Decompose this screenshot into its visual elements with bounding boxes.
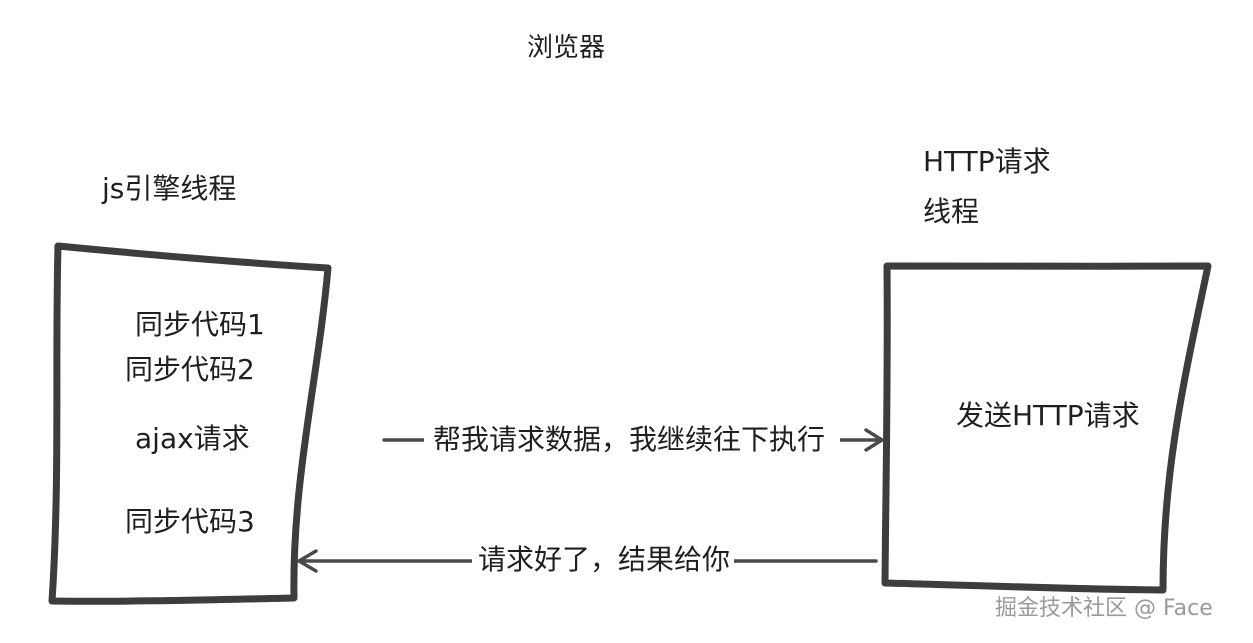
response-arrow-label: 请求好了，结果给你: [478, 543, 731, 576]
js-sync-code-3: 同步代码3: [125, 505, 255, 538]
request-arrow-label: 帮我请求数据，我继续往下执行: [433, 423, 826, 456]
page-title: 浏览器: [527, 33, 606, 63]
http-thread-title-line1: HTTP请求: [923, 145, 1051, 178]
js-thread-box: [48, 242, 332, 605]
js-sync-code-1: 同步代码1: [135, 308, 265, 341]
http-thread-title-line2: 线程: [923, 195, 980, 228]
http-thread-box: [881, 262, 1212, 594]
http-send-request: 发送HTTP请求: [956, 399, 1140, 432]
js-ajax-request: ajax请求: [135, 422, 250, 455]
js-thread-title: js引擎线程: [102, 172, 237, 205]
watermark: 掘金技术社区 @ Face: [995, 596, 1213, 621]
js-sync-code-2: 同步代码2: [125, 353, 255, 386]
